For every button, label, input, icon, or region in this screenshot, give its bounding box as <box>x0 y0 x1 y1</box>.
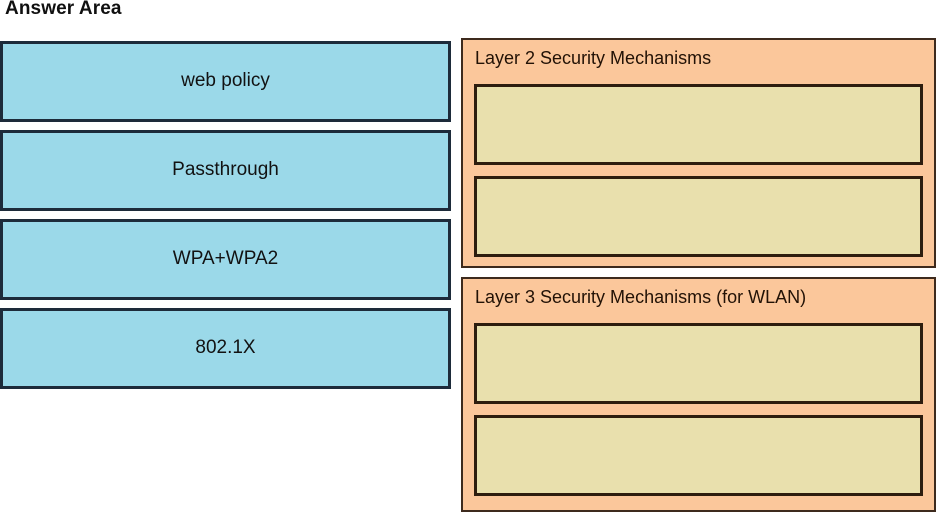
target-panel-column: Layer 2 Security Mechanisms Layer 3 Secu… <box>461 38 936 512</box>
target-panel-header: Layer 2 Security Mechanisms <box>475 48 712 68</box>
target-panel-layer-3: Layer 3 Security Mechanisms (for WLAN) <box>461 277 936 512</box>
dropzone-layer3-slot-1[interactable] <box>474 323 923 404</box>
source-item-wpa-wpa2[interactable]: WPA+WPA2 <box>0 219 451 300</box>
source-item-web-policy[interactable]: web policy <box>0 41 451 122</box>
source-item-label: web policy <box>181 70 270 92</box>
source-item-label: Passthrough <box>172 159 279 181</box>
dropzone-layer3-slot-2[interactable] <box>474 415 923 496</box>
source-item-label: WPA+WPA2 <box>172 248 279 270</box>
dropzone-value <box>477 87 920 162</box>
dropzone-layer2-slot-2[interactable] <box>474 176 923 257</box>
dropzone-layer2-slot-1[interactable] <box>474 84 923 165</box>
source-item-label: 802.1X <box>195 337 256 359</box>
source-item-passthrough[interactable]: Passthrough <box>0 130 451 211</box>
target-panel-layer-2: Layer 2 Security Mechanisms <box>461 38 936 268</box>
source-item-802-1x[interactable]: 802.1X <box>0 308 451 389</box>
dropzone-group <box>474 323 923 501</box>
dropzone-value <box>477 179 920 254</box>
source-item-list: web policy Passthrough WPA+WPA2 802.1X <box>0 41 451 389</box>
dropzone-value <box>477 418 920 493</box>
dropzone-value <box>477 326 920 401</box>
target-panel-header: Layer 3 Security Mechanisms (for WLAN) <box>475 287 807 307</box>
page-title: Answer Area <box>5 0 122 19</box>
dropzone-group <box>474 84 923 257</box>
